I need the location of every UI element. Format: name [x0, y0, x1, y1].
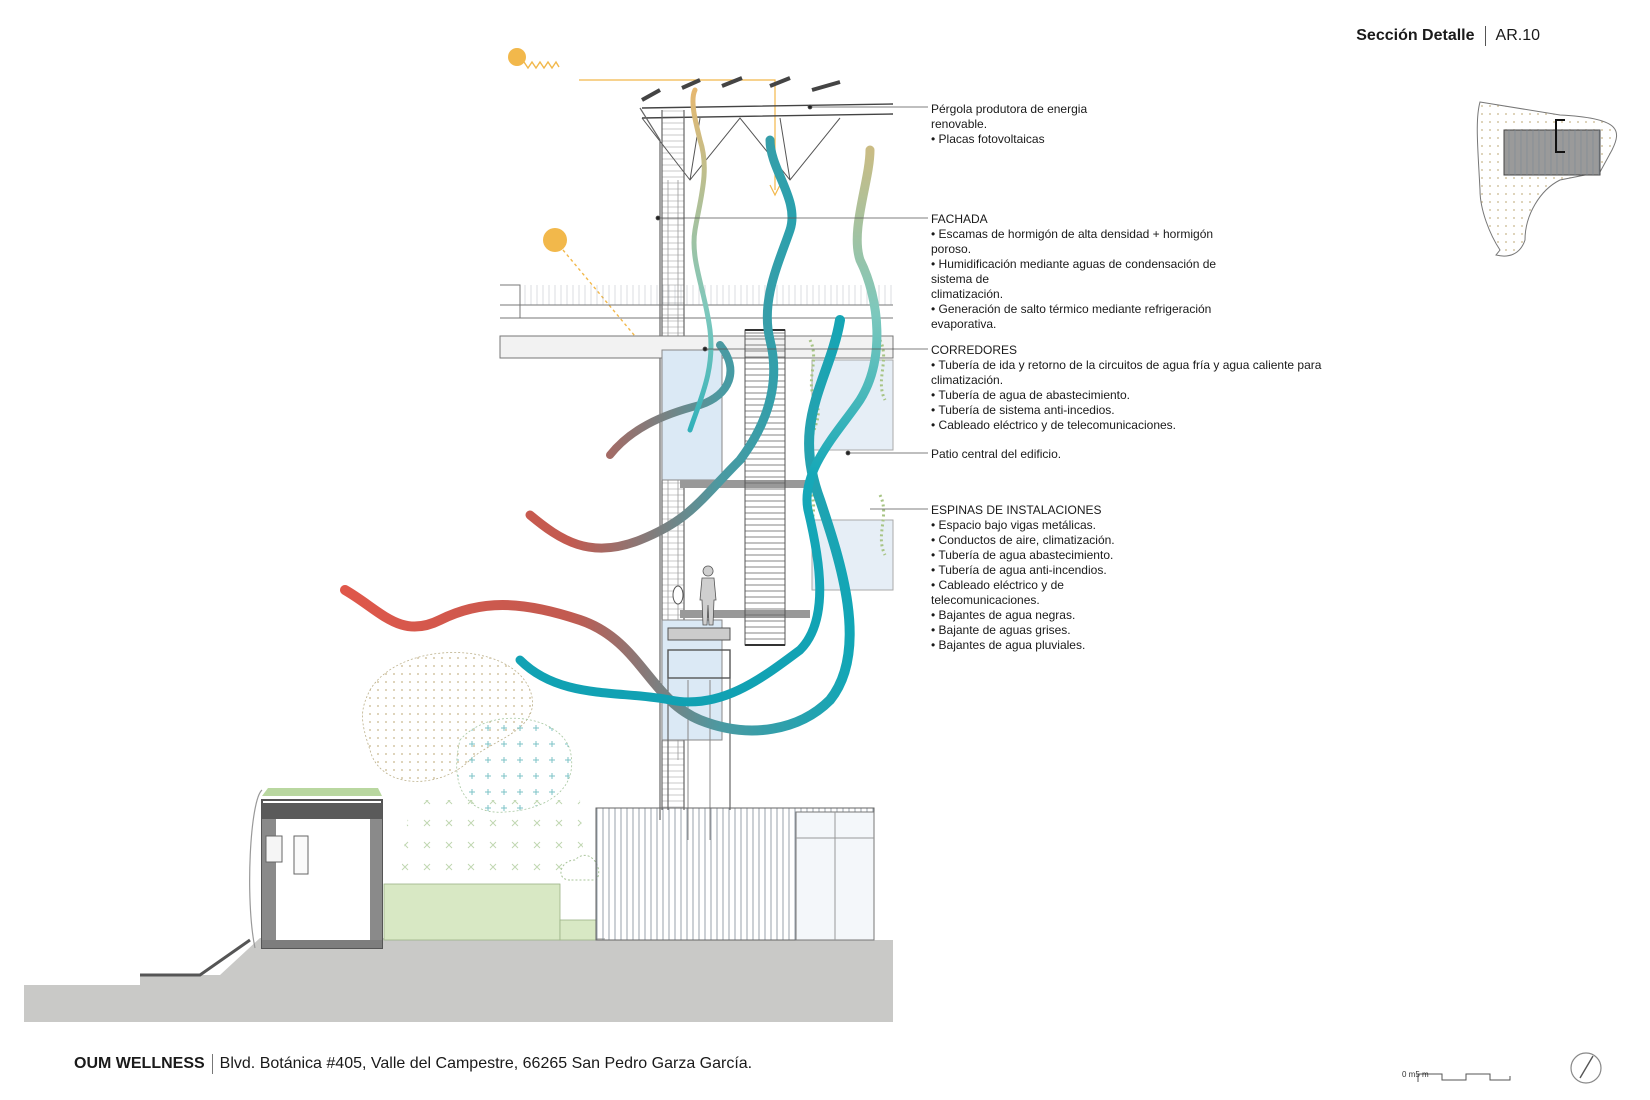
- scale-bar: [1417, 1073, 1511, 1082]
- north-arrow-icon: [1570, 1052, 1602, 1084]
- person-figure: [699, 565, 717, 626]
- note-patio: Patio central del edificio.: [931, 447, 1062, 461]
- scale-bar-label: 0 m5 m: [1402, 1070, 1429, 1079]
- pavilion: [249, 788, 383, 949]
- footer-divider: [211, 1054, 213, 1074]
- note-corredores: CORREDORES • Tubería de ida y retorno de…: [931, 343, 1322, 432]
- note-fachada: FACHADA • Escamas de hormigón de alta de…: [931, 212, 1217, 331]
- airflow-ribbons: [340, 87, 882, 736]
- footer-address: Blvd. Botánica #405, Valle del Campestre…: [219, 1055, 753, 1072]
- trees: [362, 652, 600, 881]
- site-plan-key: [1476, 101, 1618, 257]
- sun-icon: [508, 48, 526, 66]
- footer-brand: OUM WELLNESS: [74, 1055, 205, 1072]
- ground: [24, 938, 893, 1022]
- sheet-number: AR.10: [1495, 27, 1540, 44]
- green-wall: [383, 883, 561, 941]
- leader-lines: [655, 104, 928, 510]
- header-divider: [1484, 26, 1486, 46]
- note-espinas: ESPINAS DE INSTALACIONES • Espacio bajo …: [931, 503, 1115, 652]
- sheet-header: Sección Detalle AR.10: [1356, 26, 1540, 46]
- sun-icon: [543, 228, 567, 252]
- footer: OUM WELLNESS Blvd. Botánica #405, Valle …: [74, 1054, 752, 1074]
- sheet-title: Sección Detalle: [1356, 27, 1475, 44]
- note-pergola: Pérgola produtora de energia renovable. …: [931, 102, 1088, 146]
